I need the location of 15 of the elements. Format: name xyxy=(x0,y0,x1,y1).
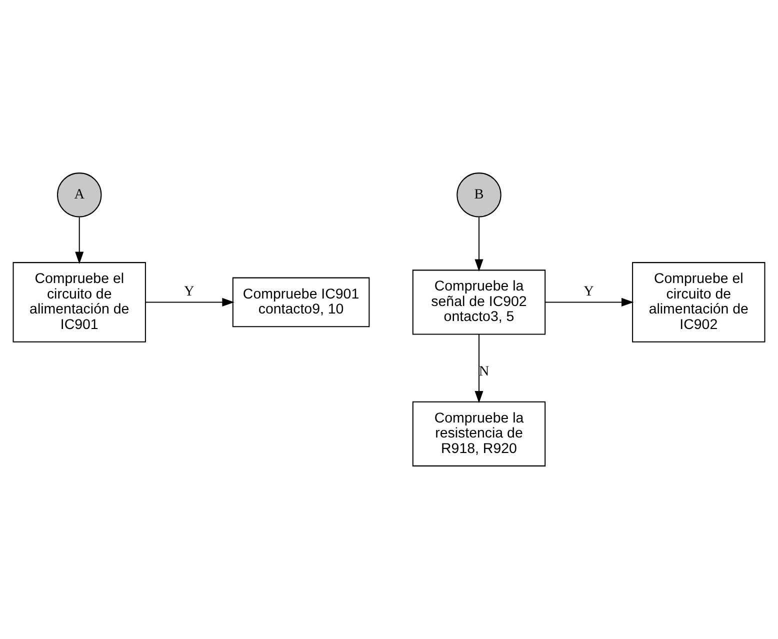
node-box: Compruebe el circuito de alimentación de IC902 xyxy=(632,262,766,342)
node-circle: B xyxy=(456,172,502,218)
arrow xyxy=(146,298,234,306)
node-box: Compruebe la resistencia de R918, R920 xyxy=(412,401,546,466)
node-box: Compruebe la señal de IC902 ontacto3, 5 xyxy=(412,270,546,335)
edge-label: Y xyxy=(184,283,194,300)
arrow xyxy=(545,298,634,306)
node-circle: A xyxy=(56,172,102,218)
edge-label: N xyxy=(478,364,490,380)
edge-label: Y xyxy=(584,283,594,300)
node-box: Compruebe IC901 contacto9, 10 xyxy=(232,277,370,328)
arrow xyxy=(474,217,484,272)
arrow xyxy=(474,334,484,404)
arrow xyxy=(75,217,84,264)
node-box: Compruebe el circuito de alimentación de IC901 xyxy=(12,262,146,342)
